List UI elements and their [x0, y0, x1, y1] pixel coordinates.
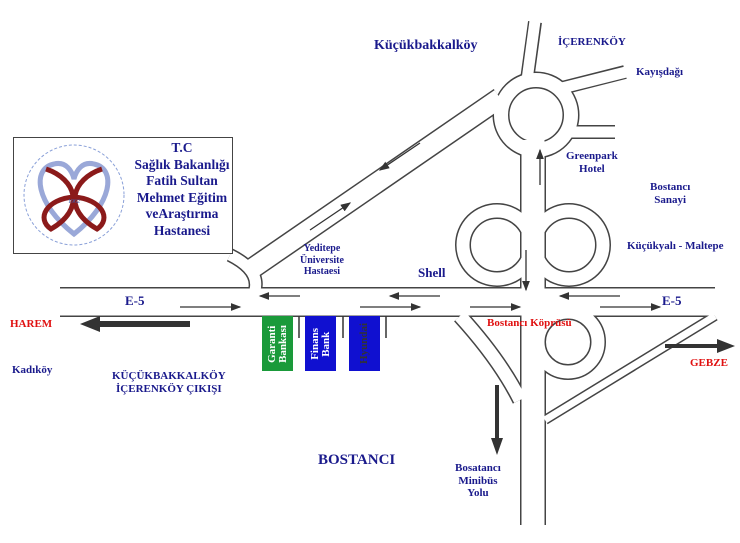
minibus-arrow: [491, 385, 503, 455]
label-kadikoy: Kadıköy: [12, 364, 53, 376]
logo-line: Mehmet Eğitim: [136, 189, 228, 205]
logo-line: veAraştırma: [145, 206, 219, 221]
hospital-name: T.C Sağlık Bakanlığı Fatih Sultan Mehmet…: [134, 140, 230, 239]
emblem-year: 1962: [68, 199, 80, 205]
road-outlines: [60, 21, 718, 525]
hospital-emblem-icon: 1962: [23, 144, 125, 246]
harem-arrow: [80, 316, 190, 332]
label-e5-left: E-5: [125, 293, 145, 308]
label-harem: HAREM: [10, 318, 53, 330]
hospital-logo-box: 1962 T.C Sağlık Bakanlığı Fatih Sultan M…: [13, 137, 233, 254]
label-bostanci: BOSTANCI: [318, 452, 396, 468]
bank-posts: [298, 316, 387, 338]
label-bostanci-koprusu: Bostancı Köprüsü: [487, 317, 572, 329]
traffic-arrows: [180, 142, 662, 311]
label-kucukbakkalkoy: Küçükbakkalköy: [374, 38, 478, 53]
road-fills: [59, 20, 717, 526]
direction-arrows: [80, 316, 735, 455]
label-kayisdagi: Kayışdağı: [636, 66, 684, 78]
label-icerenkoy: İÇERENKÖY: [558, 36, 626, 48]
label-shell: Shell: [418, 265, 446, 280]
label-gebze: GEBZE: [690, 357, 728, 369]
gebze-arrow: [665, 339, 735, 353]
logo-line: T.C: [171, 140, 193, 155]
label-e5-right: E-5: [662, 293, 682, 308]
bank-hyundai: Hyundai: [349, 316, 380, 371]
logo-line: Hastanesi: [153, 222, 211, 238]
logo-line: Sağlık Bakanlığı: [134, 156, 230, 172]
label-kucukyali: Küçükyalı - Maltepe: [627, 240, 724, 252]
logo-line: Fatih Sultan: [146, 173, 218, 188]
